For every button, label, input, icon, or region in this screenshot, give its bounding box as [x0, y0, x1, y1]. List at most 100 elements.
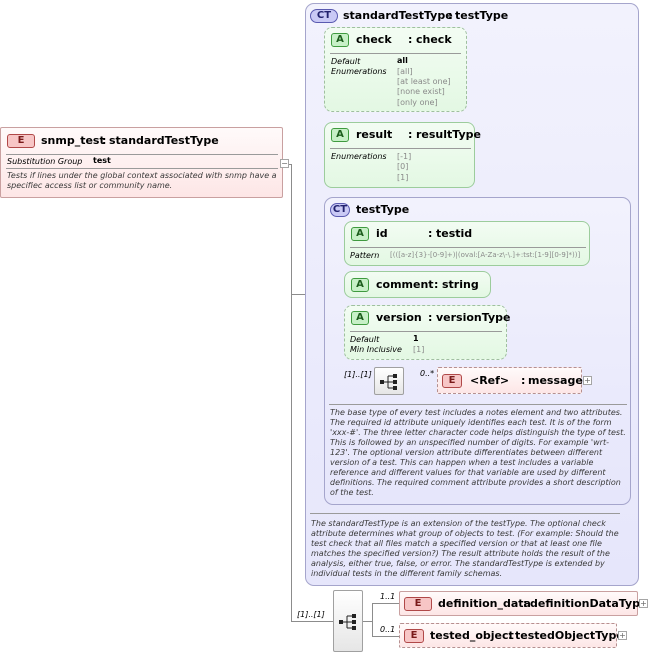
attribute-name: version	[376, 311, 422, 324]
pattern-value: [(([a-z]{3}-[0-9]+)|(oval:[A-Za-z\-\.]+:…	[390, 251, 581, 259]
enumerations-label: Enumerations	[331, 67, 387, 76]
divider	[6, 154, 278, 155]
complex-type-name: standardTestType	[343, 9, 453, 22]
attribute-type: testid	[436, 227, 473, 240]
attribute-name: comment	[376, 278, 434, 291]
element-documentation: Tests if lines under the global context …	[7, 171, 277, 190]
divider	[330, 53, 461, 54]
substitution-group-value: test	[93, 156, 111, 165]
enum-value: [all]	[397, 67, 413, 76]
substitution-group-label: Substitution Group	[7, 157, 83, 166]
element-type-colon: :	[102, 134, 107, 147]
element-type-colon: :	[523, 597, 528, 610]
complex-type-base: testType	[455, 9, 509, 22]
element-badge: E	[404, 629, 424, 643]
sequence-compositor[interactable]	[333, 590, 363, 652]
attribute-comment[interactable]: A comment : string	[344, 271, 491, 298]
connector	[291, 621, 333, 622]
element-multiplicity: 1..1	[380, 592, 396, 601]
enum-value: [none exist]	[397, 87, 445, 96]
attribute-badge: A	[331, 128, 349, 142]
connector	[372, 636, 399, 637]
enum-value: [1]	[397, 173, 409, 182]
enum-value: [only one]	[397, 98, 438, 107]
attribute-id[interactable]: A id : testid Pattern [(([a-z]{3}-[0-9]+…	[344, 221, 590, 266]
attribute-type-colon: :	[408, 128, 413, 141]
enum-value: [0]	[397, 162, 409, 171]
element-type: standardTestType	[109, 134, 219, 147]
enum-value: [-1]	[397, 152, 412, 161]
expand-toggle[interactable]: +	[639, 599, 648, 608]
divider	[350, 331, 502, 332]
element-type: testedObjectType	[515, 629, 624, 642]
attribute-type-colon: :	[434, 278, 439, 291]
expand-toggle[interactable]: +	[583, 376, 592, 385]
default-label: Default	[331, 57, 361, 66]
element-multiplicity: 0..1	[380, 625, 396, 634]
element-name: definition_data	[438, 597, 531, 610]
complex-type-badge: CT	[330, 203, 350, 217]
complex-type-base-colon: :	[448, 9, 453, 22]
pattern-label: Pattern	[350, 251, 380, 260]
attribute-type-colon: :	[408, 33, 413, 46]
connector	[291, 294, 305, 295]
element-type-colon: :	[508, 629, 513, 642]
attribute-badge: A	[331, 33, 349, 47]
element-multiplicity: 0..*	[420, 369, 435, 378]
attribute-type-colon: :	[428, 311, 433, 324]
connector	[372, 603, 399, 604]
connector	[291, 164, 292, 622]
enumerations-label: Enumerations	[331, 152, 387, 161]
element-name: snmp_test	[41, 134, 105, 147]
connector	[363, 621, 372, 622]
attribute-badge: A	[351, 278, 369, 292]
divider	[329, 404, 627, 405]
sequence-compositor[interactable]	[374, 367, 404, 395]
attribute-name: check	[356, 33, 392, 46]
attribute-check[interactable]: A check : check Default all Enumerations…	[324, 27, 467, 112]
attribute-type: string	[442, 278, 479, 291]
attribute-type: check	[416, 33, 452, 46]
element-type-colon: :	[521, 374, 526, 387]
attribute-name: result	[356, 128, 393, 141]
element-message-ref[interactable]: E <Ref> : message	[437, 367, 583, 394]
element-snmp-test[interactable]: E snmp_test : standardTestType Substitut…	[0, 127, 283, 198]
sequence-icon	[380, 374, 397, 390]
expand-toggle[interactable]: +	[618, 631, 627, 640]
element-definition-data[interactable]: E definition_data : definitionDataType	[399, 591, 647, 616]
min-inclusive-value: [1]	[413, 345, 425, 354]
element-badge: E	[404, 597, 432, 611]
element-tested-object[interactable]: E tested_object : testedObjectType	[399, 623, 624, 648]
attribute-version[interactable]: A version : versionType Default 1 Min In…	[344, 305, 511, 360]
collapse-toggle[interactable]: −	[280, 159, 289, 168]
enum-value: [at least one]	[397, 77, 451, 86]
element-type: message	[528, 374, 583, 387]
attribute-result[interactable]: A result : resultType Enumerations [-1] …	[324, 122, 481, 188]
default-label: Default	[350, 335, 380, 344]
divider	[6, 168, 278, 169]
element-name: tested_object	[430, 629, 514, 642]
complex-type-documentation: The base type of every test includes a n…	[330, 408, 626, 497]
element-type: definitionDataType	[530, 597, 648, 610]
min-inclusive-label: Min Inclusive	[350, 345, 402, 354]
attribute-type: resultType	[416, 128, 481, 141]
complex-type-documentation: The standardTestType is an extension of …	[311, 519, 619, 578]
sequence-icon	[339, 614, 356, 630]
divider	[350, 247, 586, 248]
default-value: 1	[413, 334, 419, 343]
attribute-badge: A	[351, 227, 369, 241]
default-value: all	[397, 56, 408, 65]
sequence-multiplicity: [1]..[1]	[344, 370, 372, 379]
divider	[310, 513, 620, 514]
sequence-multiplicity: [1]..[1]	[297, 610, 325, 619]
element-badge: E	[7, 134, 35, 148]
connector	[372, 603, 373, 636]
element-badge: E	[442, 374, 462, 388]
attribute-badge: A	[351, 311, 369, 325]
attribute-type: versionType	[436, 311, 511, 324]
complex-type-badge: CT	[310, 9, 338, 23]
attribute-name: id	[376, 227, 388, 240]
element-name: <Ref>	[470, 374, 510, 387]
attribute-type-colon: :	[428, 227, 433, 240]
complex-type-name: testType	[356, 203, 410, 216]
